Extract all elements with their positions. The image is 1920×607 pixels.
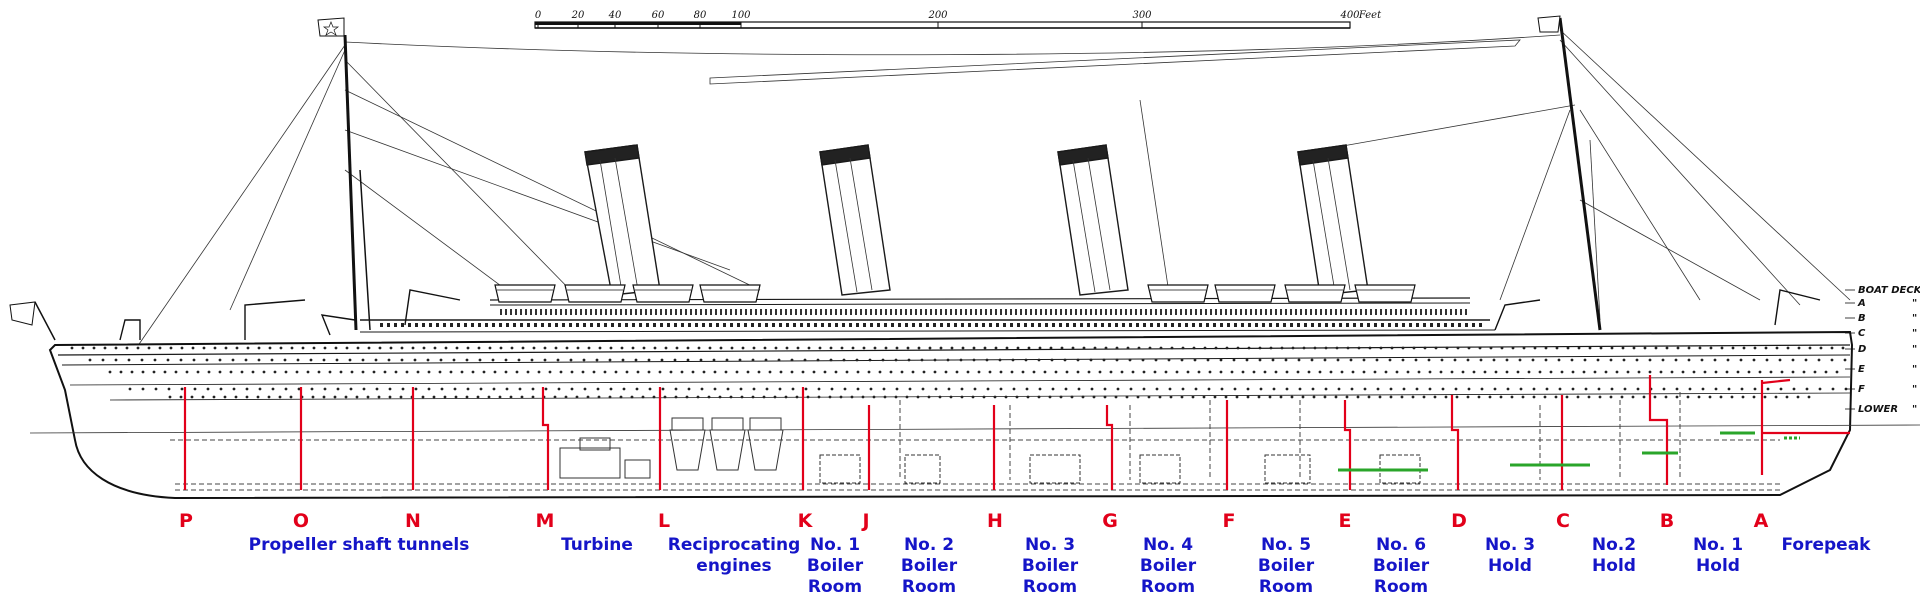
lifeboat <box>632 284 694 303</box>
fore-mast <box>1537 15 1602 331</box>
bulkhead-lines <box>183 375 1850 490</box>
bulkhead-letter: E <box>1339 510 1352 532</box>
funnel-2 <box>1057 144 1129 296</box>
bulkhead-letter: D <box>1451 510 1467 532</box>
compartment-labels: Propeller shaft tunnels Turbine Reciprocat… <box>249 535 1872 597</box>
rigging <box>134 29 1851 351</box>
deck-ditto-mark: " <box>1912 313 1917 324</box>
cranes <box>119 289 1821 341</box>
lifeboat <box>1354 284 1416 303</box>
deck-label: A <box>1857 298 1866 309</box>
lifeboat <box>1147 284 1209 303</box>
bulkhead-letter: M <box>536 510 555 532</box>
funnel-3 <box>819 144 891 296</box>
lifeboat <box>699 284 761 303</box>
bulkhead-letter: C <box>1556 510 1570 532</box>
deck-ditto-mark: " <box>1912 364 1917 375</box>
bulkhead-letter: N <box>405 510 421 532</box>
green-markers <box>1338 431 1800 472</box>
aft-mast <box>317 17 371 331</box>
compartment-label: Propeller shaft tunnels <box>249 535 470 555</box>
bulkhead-line <box>1343 400 1352 490</box>
deck-label: E <box>1858 364 1865 375</box>
bulkhead-letter: F <box>1223 510 1236 532</box>
bulkhead-letter: H <box>987 510 1003 532</box>
funnel-4 <box>584 144 661 296</box>
deck-ditto-mark: " <box>1912 344 1917 355</box>
deck-label: BOAT DECK <box>1858 285 1920 296</box>
superstructure <box>359 284 1496 333</box>
bulkhead-letter: L <box>658 510 670 532</box>
deck-ditto-mark: " <box>1912 298 1917 309</box>
scale-tick-label: 0 <box>535 10 542 21</box>
funnel-1 <box>1297 144 1369 296</box>
deck-label: LOWER <box>1858 404 1898 415</box>
deck-label: C <box>1858 328 1866 339</box>
scale-tick-label: 400 <box>1339 10 1360 21</box>
bulkhead-line <box>1105 405 1114 490</box>
deck-ditto-mark: " <box>1912 384 1917 395</box>
scale-tick-label: 80 <box>694 10 707 21</box>
bulkhead-line <box>1760 378 1791 475</box>
scale-tick-label: 60 <box>652 10 665 21</box>
stern-flag-icon <box>9 301 36 326</box>
scale-tick-label: 40 <box>608 10 622 21</box>
deck-label: B <box>1858 313 1866 324</box>
bulkhead-letter: K <box>798 510 814 532</box>
deck-label: D <box>1858 344 1866 355</box>
bulkhead-letter: A <box>1754 510 1769 532</box>
bulkhead-letter: P <box>179 510 193 532</box>
scale-tick-label: 300 <box>1132 10 1152 21</box>
bulkhead-letter: O <box>293 510 309 532</box>
scale-tick-label: 200 <box>927 10 948 21</box>
lifeboat <box>494 284 556 303</box>
deck-ditto-mark: " <box>1912 404 1917 415</box>
lifeboat <box>1284 284 1346 303</box>
bulkhead-line <box>541 387 550 490</box>
scale-unit-label: Feet <box>1358 10 1382 21</box>
hull <box>29 330 1920 500</box>
deck-ditto-mark: " <box>1912 328 1917 339</box>
compartment-label: Turbine <box>561 535 633 555</box>
lifeboat <box>1214 284 1276 303</box>
deck-label: F <box>1858 384 1865 395</box>
scale-tick-label: 20 <box>571 10 585 21</box>
bulkhead-letter: B <box>1660 510 1674 532</box>
scale-tick-label: 100 <box>731 10 751 21</box>
compartment-label: Forepeak <box>1782 535 1872 555</box>
bulkhead-line <box>1450 395 1460 490</box>
bulkhead-letter: J <box>860 510 869 532</box>
deck-labels: BOAT DECK A " B " C " D " E " F " LOWER " <box>1845 285 1920 415</box>
funnels <box>584 144 1369 296</box>
lifeboat <box>564 284 626 303</box>
bulkhead-letter: G <box>1102 510 1118 532</box>
